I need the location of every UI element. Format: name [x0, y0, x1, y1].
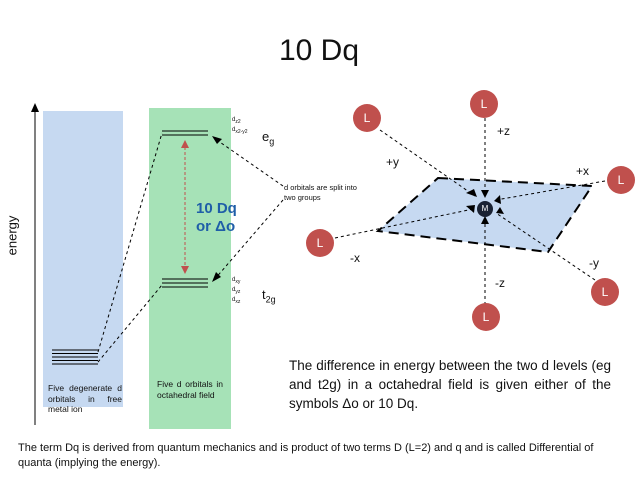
ligand-top: L — [470, 90, 498, 118]
ligand-bond-arrows — [334, 118, 606, 305]
splitting-label-10dq: 10 Dq — [196, 200, 237, 217]
free-ion-caption: Five degenerate d orbitals in free metal… — [48, 383, 122, 414]
axis-label-minus-x: -x — [350, 251, 360, 265]
correlation-lines — [97, 132, 163, 363]
degenerate-levels — [52, 349, 98, 365]
eg-orbital-list: dz2 dx2-y2 — [232, 117, 248, 136]
axis-label-minus-z: -z — [495, 276, 505, 290]
eg-orbital: z2 — [235, 119, 241, 126]
split-note-arrows — [213, 137, 284, 281]
splitting-label-delta: or Δo — [196, 218, 236, 235]
eg-orbital: x2-y2 — [235, 129, 248, 136]
ligand-bottom: L — [472, 303, 500, 331]
t2g-orbital: xy — [235, 279, 241, 286]
ligand-left: L — [306, 229, 334, 257]
axis-label-plus-y: +y — [386, 155, 400, 169]
energy-axis-arrowhead — [31, 103, 39, 112]
splitting-energy-label: 10 Dq or Δo — [196, 200, 237, 236]
energy-gap-arrow — [181, 140, 189, 274]
t2g-label: t2g — [262, 287, 276, 305]
difference-description: The difference in energy between the two… — [289, 358, 611, 411]
t2g-orbital: xz — [235, 299, 241, 306]
ligand-lower-right: L — [591, 278, 619, 306]
ligand-upper-left: L — [353, 104, 381, 132]
octahedral-field-column — [149, 108, 231, 429]
page-title: 10 Dq — [278, 34, 360, 67]
footer-note: The term Dq is derived from quantum mech… — [18, 442, 594, 469]
free-ion-column — [43, 111, 123, 407]
axis-label-plus-z: +z — [497, 124, 511, 138]
energy-axis-label: energy — [4, 215, 20, 256]
metal-center: M — [477, 201, 493, 217]
eg-label: eg — [262, 129, 275, 147]
arrowhead-eg — [212, 136, 222, 144]
axis-label-plus-x: +x — [576, 164, 590, 178]
axis-label-minus-y: -y — [589, 256, 599, 270]
t2g-orbital: yz — [235, 289, 241, 296]
split-note: d orbitals are split into two groups — [284, 183, 357, 202]
ligand-right: L — [607, 166, 635, 194]
t2g-orbital-list: dxy dyz dxz — [232, 277, 241, 306]
octahedral-field-caption: Five d orbitals in octahedral field — [157, 379, 223, 400]
t2g-levels — [162, 278, 208, 288]
arrowhead-t2g — [212, 272, 221, 282]
bond-arrowheads — [466, 189, 504, 224]
eg-levels — [162, 130, 208, 136]
